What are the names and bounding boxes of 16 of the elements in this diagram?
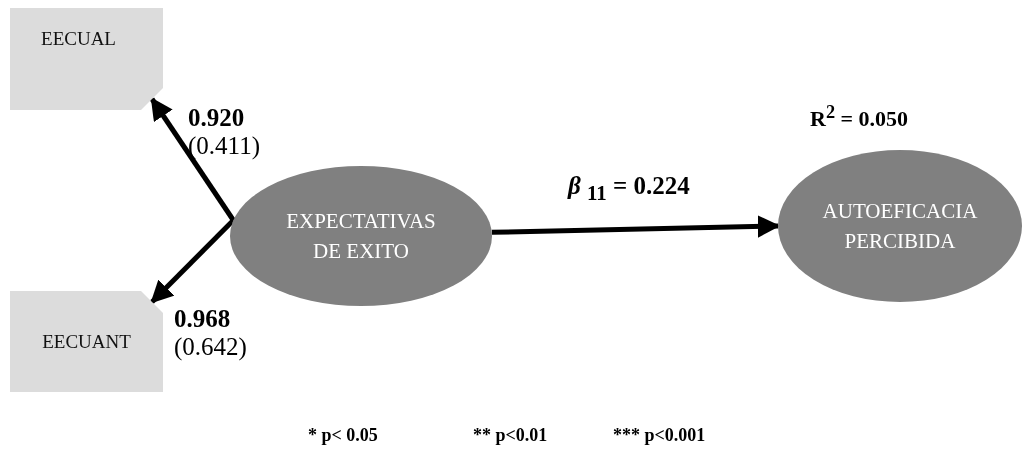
construct-ellipse <box>778 150 1022 302</box>
arrow <box>149 97 236 222</box>
r-squared-label: R$^{2}$ = 0.050 <box>810 102 909 133</box>
edge-label: β $_{11}$ = 0.224 <box>568 172 691 205</box>
node-label: EECUANT <box>42 329 131 354</box>
significance-note: * p< 0.05 <box>308 425 378 446</box>
node-label: AUTOEFICACIA PERCIBIDA <box>821 197 979 255</box>
indicator-box <box>10 291 163 392</box>
edge-label: 0.920 (0.411) <box>188 104 261 159</box>
node-label: EXPECTATIVAS DE EXITO <box>285 207 437 265</box>
significance-note: *** p<0.001 <box>613 425 706 446</box>
edge-label: 0.968 (0.642) <box>174 305 248 360</box>
indicator-box <box>10 8 163 110</box>
construct-ellipse <box>230 166 492 306</box>
node-label: EECUAL <box>41 27 116 52</box>
significance-note: ** p<0.01 <box>473 425 548 446</box>
